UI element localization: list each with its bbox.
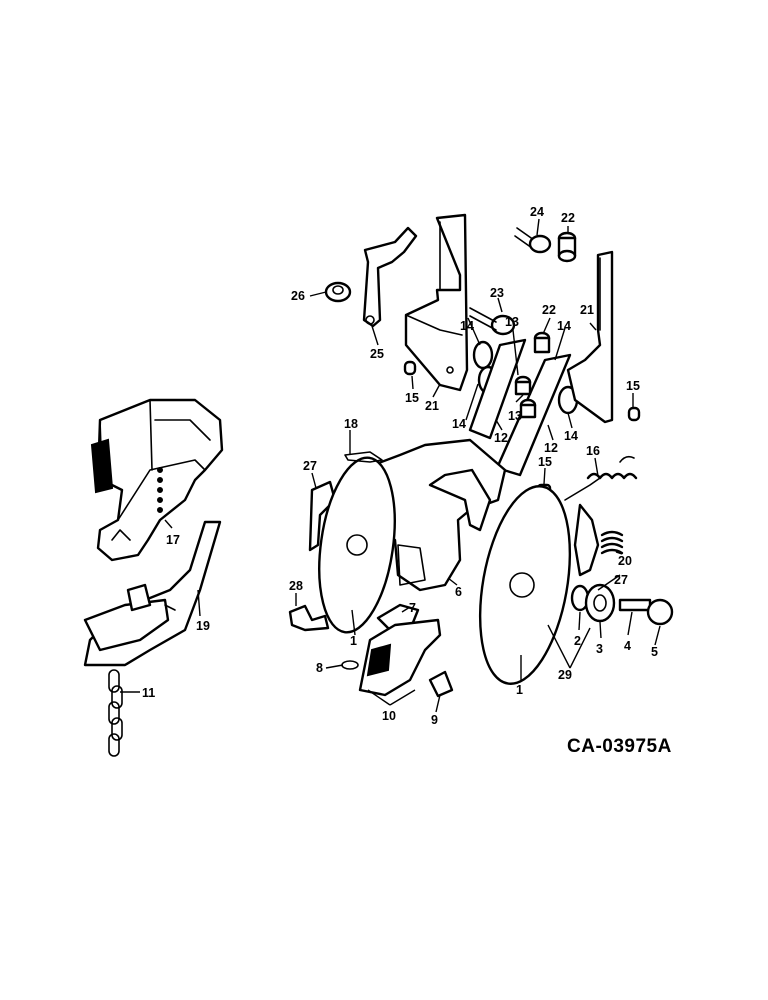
figure-code: CA-03975A bbox=[567, 736, 672, 757]
callout-12-b: 12 bbox=[544, 441, 558, 455]
callout-20: 20 bbox=[618, 554, 632, 568]
right-disc-part bbox=[478, 485, 572, 685]
scraper-blade-part bbox=[83, 520, 222, 667]
callout-2: 2 bbox=[574, 634, 581, 648]
callout-17: 17 bbox=[166, 533, 180, 547]
callout-22-top: 22 bbox=[561, 211, 575, 225]
right-bracket-part bbox=[566, 250, 614, 424]
callout-19: 19 bbox=[196, 619, 210, 633]
hub-assembly-part bbox=[570, 583, 674, 626]
right-bracket-27-part bbox=[573, 503, 600, 577]
callout-11: 11 bbox=[142, 686, 155, 700]
callout-15-left: 15 bbox=[405, 391, 419, 405]
callout-21-left: 21 bbox=[425, 399, 439, 413]
lower-boot-part bbox=[341, 603, 454, 698]
eyebolt-part bbox=[514, 227, 577, 263]
callout-14-b: 14 bbox=[452, 417, 466, 431]
shank-frame-part bbox=[90, 398, 224, 562]
callout-27-right: 27 bbox=[614, 573, 628, 587]
callout-6: 6 bbox=[455, 585, 462, 599]
callout-12-a: 12 bbox=[494, 431, 508, 445]
callout-9: 9 bbox=[431, 713, 438, 727]
washers-and-links-part bbox=[468, 307, 579, 477]
callout-27-left: 27 bbox=[303, 459, 317, 473]
leader-lines bbox=[120, 218, 661, 713]
callout-1-left: 1 bbox=[350, 634, 357, 648]
nut-part bbox=[324, 281, 352, 303]
spring-part bbox=[564, 455, 638, 555]
callout-24: 24 bbox=[530, 205, 544, 219]
callout-13-a: 13 bbox=[505, 315, 519, 329]
callout-26: 26 bbox=[291, 289, 305, 303]
callout-23: 23 bbox=[490, 286, 504, 300]
callout-22-mid: 22 bbox=[542, 303, 556, 317]
callout-16: 16 bbox=[586, 444, 600, 458]
callout-10: 10 bbox=[382, 709, 396, 723]
callout-4: 4 bbox=[624, 639, 631, 653]
left-disc-part bbox=[308, 456, 396, 634]
callout-13-b: 13 bbox=[508, 409, 522, 423]
callout-15-mid: 15 bbox=[538, 455, 552, 469]
callout-labels: 17 19 11 18 27 28 1 8 7 9 10 6 1 29 2 3 … bbox=[142, 205, 658, 727]
callout-15-right: 15 bbox=[626, 379, 640, 393]
callout-18: 18 bbox=[344, 417, 358, 431]
callout-14-a: 14 bbox=[460, 319, 474, 333]
callout-14-c: 14 bbox=[557, 319, 571, 333]
callout-8: 8 bbox=[316, 661, 323, 675]
chain-part bbox=[108, 669, 123, 757]
callout-28: 28 bbox=[289, 579, 303, 593]
strap-part bbox=[288, 604, 330, 632]
callout-5: 5 bbox=[651, 645, 658, 659]
callout-29: 29 bbox=[558, 668, 572, 682]
callout-7: 7 bbox=[409, 601, 416, 615]
clip-part bbox=[344, 451, 383, 463]
callout-1-right: 1 bbox=[516, 683, 523, 697]
left-bracket-part bbox=[404, 213, 469, 392]
callout-14-d: 14 bbox=[564, 429, 578, 443]
callout-25: 25 bbox=[370, 347, 384, 361]
callout-21-right: 21 bbox=[580, 303, 594, 317]
callout-3: 3 bbox=[596, 642, 603, 656]
arm-part bbox=[362, 226, 418, 328]
